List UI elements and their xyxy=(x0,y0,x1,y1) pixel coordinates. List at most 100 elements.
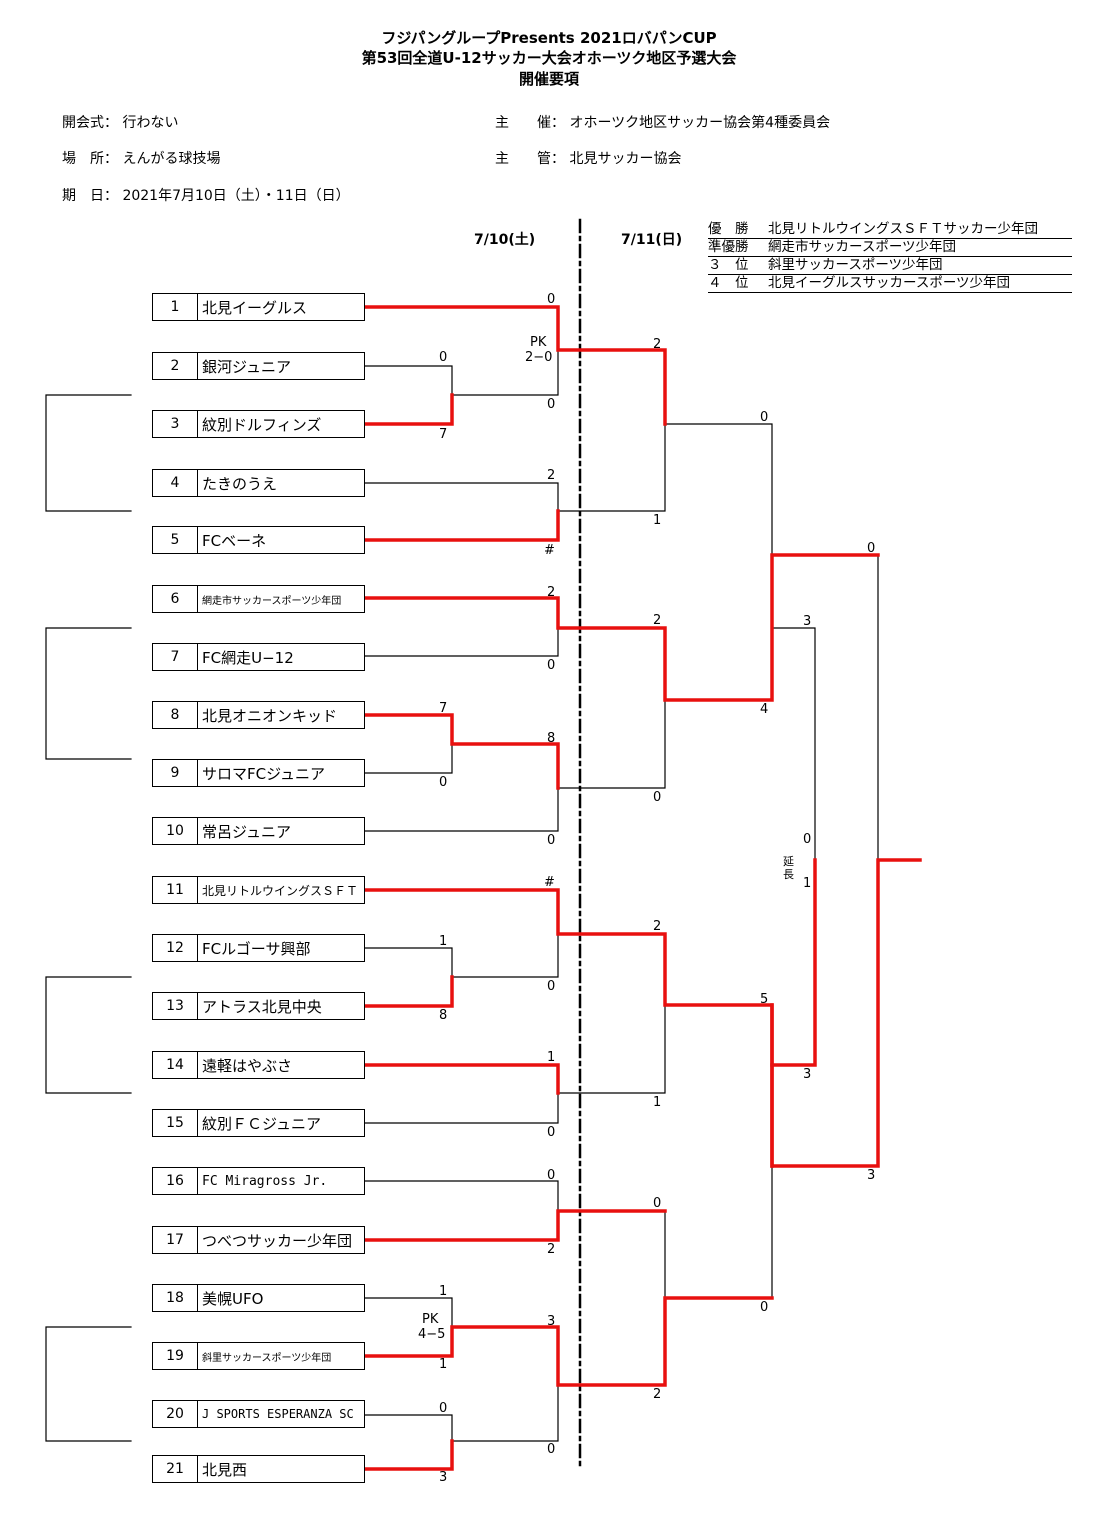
score-label: 2 xyxy=(653,919,662,934)
score-label: 3 xyxy=(803,1067,812,1082)
score-label: 3 xyxy=(439,1470,448,1485)
team-number: 14 xyxy=(153,1052,198,1078)
host-value: オホーツク地区サッカー協会第4種委員会 xyxy=(569,115,831,131)
score-label: 3 xyxy=(803,614,812,629)
rank-label: 準優勝 xyxy=(708,239,749,255)
team-name: 斜里サッカースポーツ少年団 xyxy=(202,1352,332,1364)
score-label: 1 xyxy=(547,1050,556,1065)
extra-time-label: 延長 xyxy=(783,855,794,881)
score-label: 0 xyxy=(653,1196,662,1211)
team-name: 北見西 xyxy=(202,1460,248,1479)
team-name: 美幌UFO xyxy=(202,1289,264,1308)
venue-value: えんがる球技場 xyxy=(122,151,221,167)
score-label: 0 xyxy=(547,833,556,848)
score-label: 2 xyxy=(547,1242,556,1257)
team-number: 15 xyxy=(153,1110,198,1136)
team-number: 4 xyxy=(153,470,198,496)
final-results: 優 勝 北見リトルウイングスＳＦＴサッカー少年団 準優勝網走市サッカースポーツ少年… xyxy=(708,221,1072,293)
team-number: 1 xyxy=(153,294,198,320)
team-number: 8 xyxy=(153,702,198,728)
team-name: 遠軽はやぶさ xyxy=(202,1056,293,1075)
score-label: 0 xyxy=(760,410,769,425)
score-label: 0 xyxy=(547,1125,556,1140)
team-name: J SPORTS ESPERANZA SC xyxy=(202,1407,354,1421)
page-title-line3: 開催要項 xyxy=(518,70,579,88)
team-name: 常呂ジュニア xyxy=(202,822,291,841)
score-label: 1 xyxy=(439,934,448,949)
team-box: 6 網走市サッカースポーツ少年団 xyxy=(152,585,365,613)
score-label: 7 xyxy=(439,701,448,716)
score-label: 3 xyxy=(547,1314,556,1329)
rank-team: 北見リトルウイングスＳＦＴサッカー少年団 xyxy=(768,221,1038,237)
team-number: 16 xyxy=(153,1168,198,1194)
score-label: 0 xyxy=(760,1300,769,1315)
team-name: 銀河ジュニア xyxy=(202,357,291,376)
score-label: 0 xyxy=(547,1168,556,1183)
score-label: 0 xyxy=(439,1401,448,1416)
pk-label: PK xyxy=(530,335,547,350)
rank-team: 北見イーグルスサッカースポーツ少年団 xyxy=(768,275,1011,291)
rank-label: 優 勝 xyxy=(708,221,749,237)
score-label: 2 xyxy=(653,1387,662,1402)
score-label: 7 xyxy=(439,427,448,442)
score-label: 8 xyxy=(547,731,556,746)
venue-label: 場 所： xyxy=(62,151,118,167)
opening-label: 開会式： xyxy=(62,115,118,131)
team-number: 11 xyxy=(153,877,198,903)
score-label: 1 xyxy=(803,876,812,891)
manage-value: 北見サッカー協会 xyxy=(569,151,682,167)
team-name: FC網走U−12 xyxy=(202,648,294,667)
side-groupings xyxy=(45,394,132,1442)
pk-label: PK xyxy=(422,1312,439,1327)
team-name: FC Miragross Jr. xyxy=(202,1173,328,1189)
score-label: 0 xyxy=(867,541,876,556)
score-label: 0 xyxy=(547,658,556,673)
score-label: 1 xyxy=(653,1095,662,1110)
day1-header: 7/10(土) xyxy=(474,232,536,248)
score-label: 1 xyxy=(439,1357,448,1372)
score-label: 5 xyxy=(760,992,769,1007)
manage-label: 主 管： xyxy=(495,151,565,167)
page-title-line2: 第53回全道U-12サッカー大会オホーツク地区予選大会 xyxy=(361,49,737,67)
page-title-line1: フジパングループPresents 2021ロバパンCUP xyxy=(381,29,717,47)
team-name: FCベーネ xyxy=(202,531,267,550)
team-name: 北見イーグルス xyxy=(202,298,308,317)
bracket-lines xyxy=(364,349,879,1442)
score-label: 2 xyxy=(547,468,556,483)
host-row: 主 催： オホーツク地区サッカー協会第4種委員会 xyxy=(495,112,830,132)
score-label: 0 xyxy=(547,1442,556,1457)
result-row: 準優勝網走市サッカースポーツ少年団 xyxy=(708,239,1072,257)
team-number: 10 xyxy=(153,818,198,844)
team-number: 6 xyxy=(153,586,198,612)
team-name: アトラス北見中央 xyxy=(202,997,322,1016)
team-number: 3 xyxy=(153,411,198,437)
team-name: 紋別ＦＣジュニア xyxy=(202,1114,321,1133)
date-value: 2021年7月10日（土）・11日（日） xyxy=(122,188,350,204)
team-number: 17 xyxy=(153,1227,198,1253)
pk-score: 4−5 xyxy=(418,1327,446,1342)
score-label: 1 xyxy=(439,1284,448,1299)
winner-path-lines xyxy=(363,305,922,1471)
team-number: 5 xyxy=(153,527,198,553)
score-label: 0 xyxy=(547,292,556,307)
score-label: 0 xyxy=(547,979,556,994)
date-row: 期 日： 2021年7月10日（土）・11日（日） xyxy=(62,185,350,205)
team-name: 網走市サッカースポーツ少年団 xyxy=(202,595,342,607)
score-label: 1 xyxy=(653,513,662,528)
result-row: ４ 位北見イーグルスサッカースポーツ少年団 xyxy=(708,275,1072,293)
score-label: 0 xyxy=(803,832,812,847)
team-number: 2 xyxy=(153,353,198,379)
team-number: 9 xyxy=(153,760,198,786)
